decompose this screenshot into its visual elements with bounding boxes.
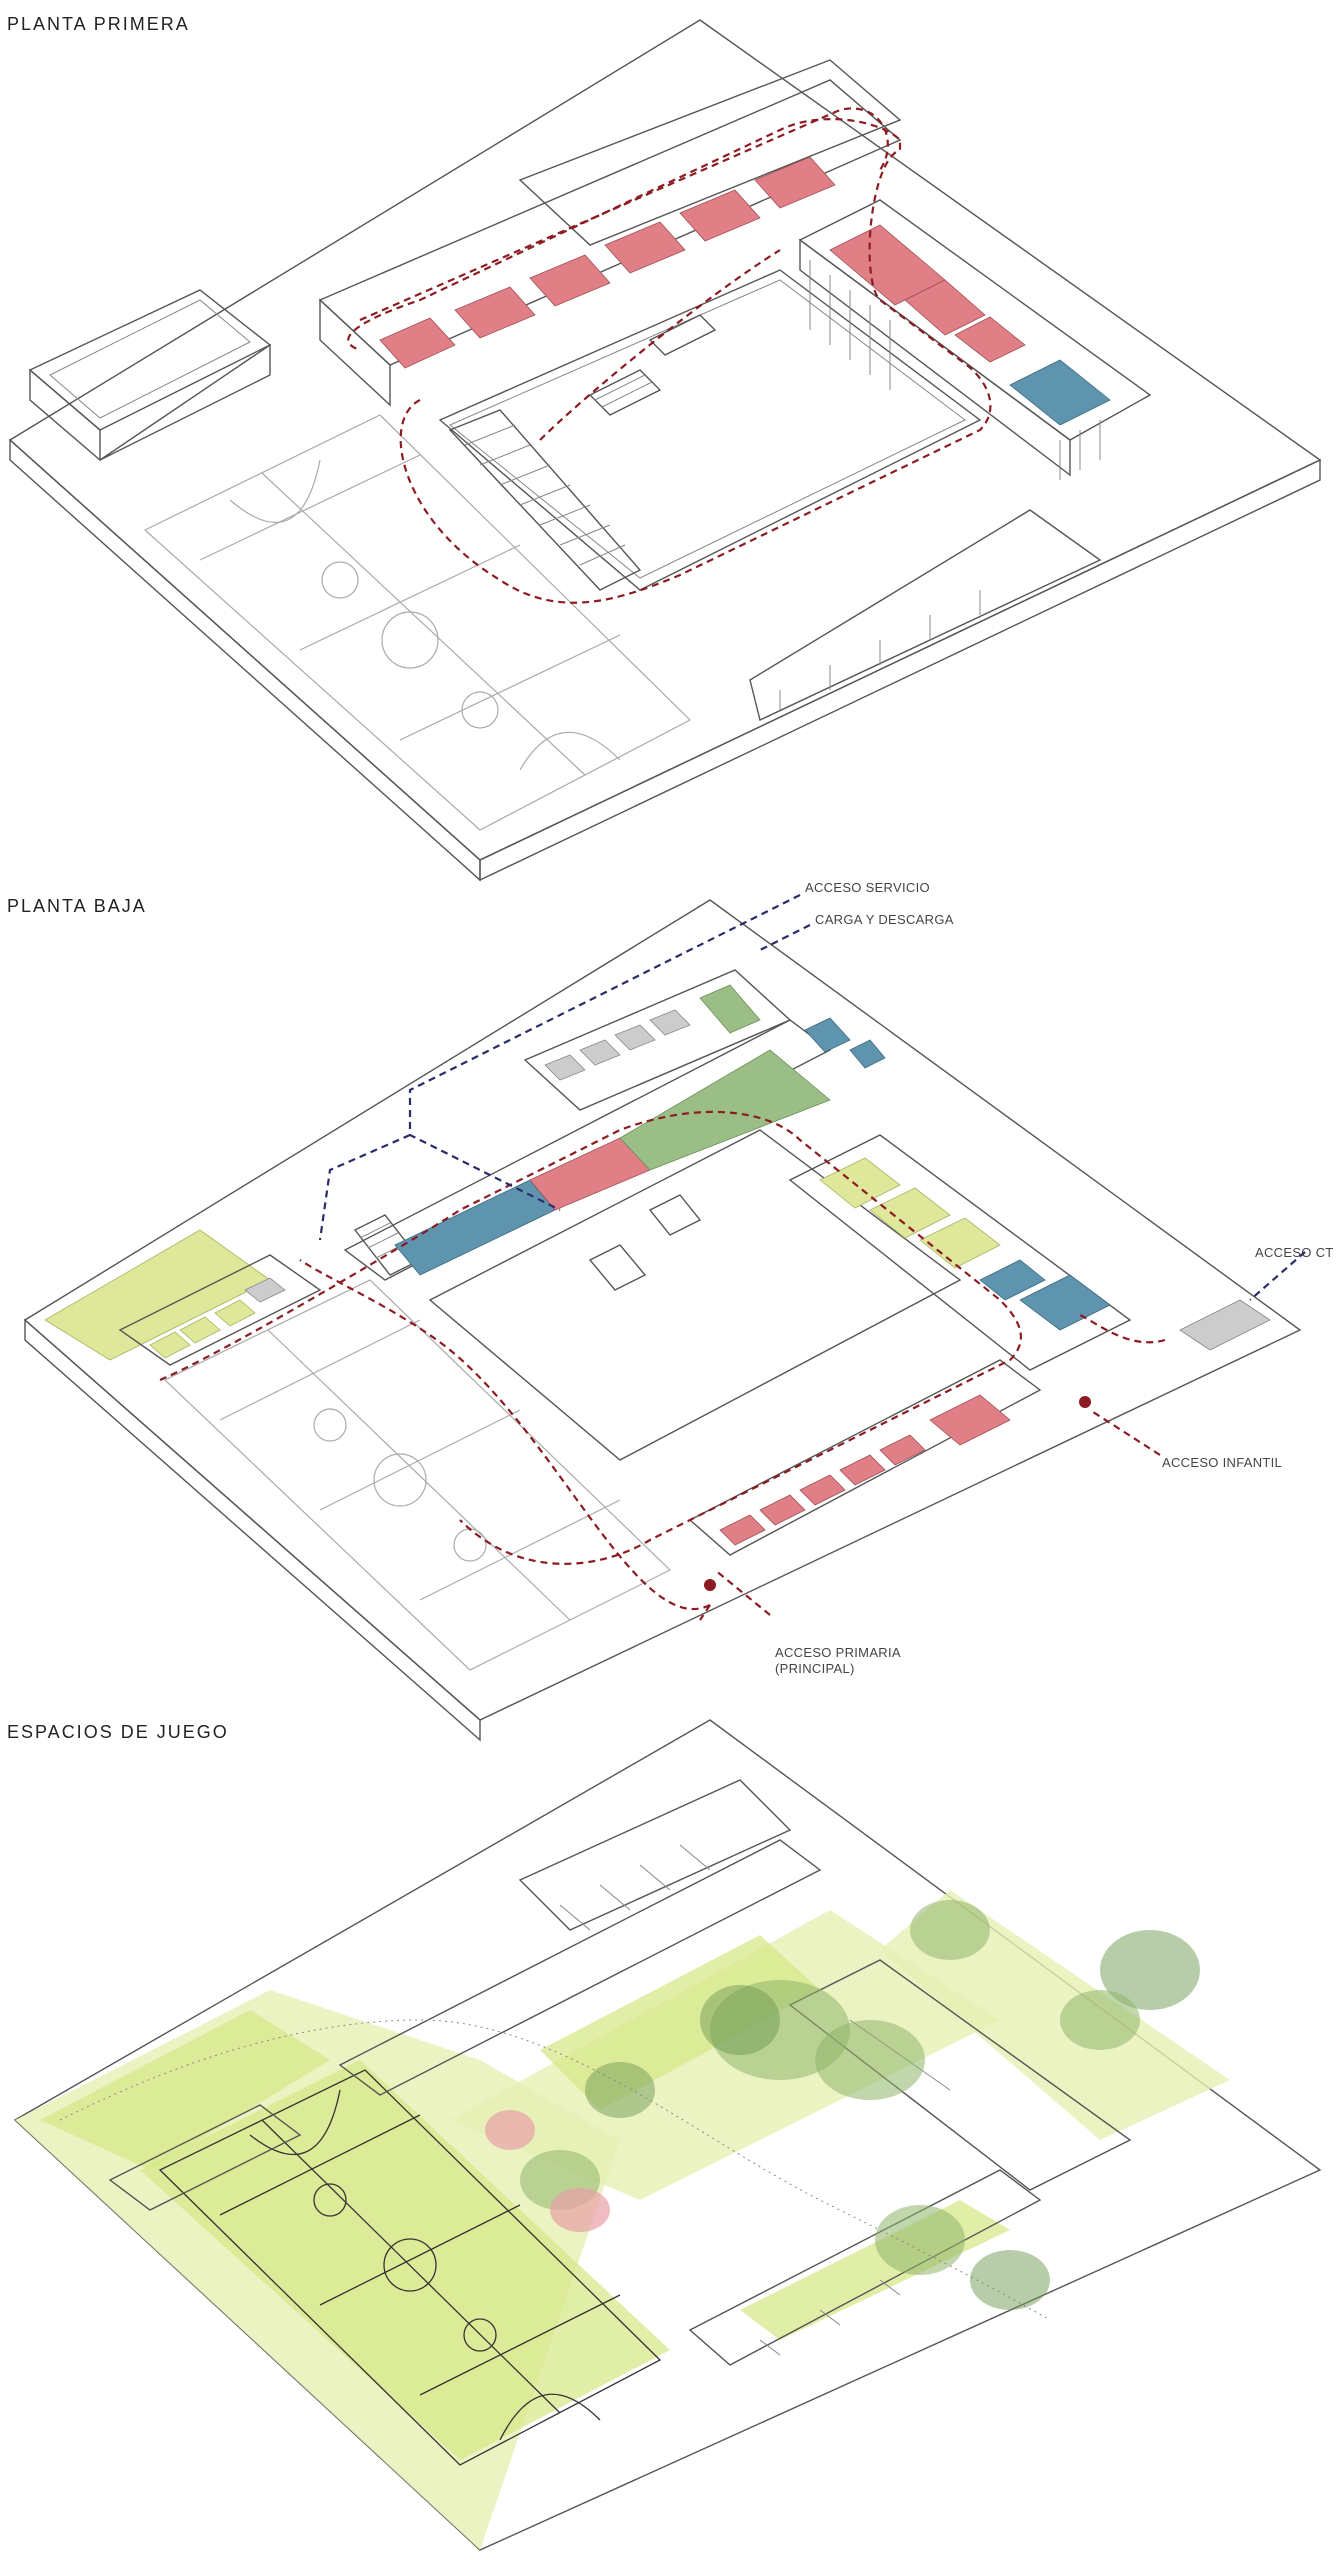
ground-floor-axonometric [23, 894, 1306, 1742]
south-block [749, 509, 1102, 721]
label-infant-access: ACCESO INFANTIL [1162, 1455, 1283, 1470]
first-floor-title: PLANTA PRIMERA [7, 14, 190, 34]
infant-block [688, 1359, 1042, 1556]
ground-east-wing [788, 1134, 1132, 1371]
service-access-route [318, 894, 801, 1241]
east-classroom-wing [798, 199, 1152, 480]
ground-sports-court [163, 1279, 672, 1671]
play-dotted-path [59, 2019, 1051, 2321]
first-floor-axonometric [8, 19, 1322, 882]
primary-access-line [714, 1569, 771, 1616]
label-ct-access: ACCESO CT [1255, 1245, 1334, 1260]
service-rooms [523, 969, 886, 1111]
infant-access-line [1089, 1409, 1161, 1456]
ct-access-route [1249, 1251, 1306, 1301]
first-floor-route-upper [359, 107, 889, 322]
ground-floor-title: PLANTA BAJA [7, 896, 147, 916]
first-floor-route-stair [539, 249, 781, 441]
primary-access-point [704, 1579, 716, 1591]
ground-courtyard [428, 1129, 962, 1461]
label-loading: CARGA Y DESCARGA [815, 912, 954, 927]
ground-floor-base [23, 899, 1302, 1742]
label-primary-access-sub: (PRINCIPAL) [775, 1661, 855, 1676]
ct-ramp [1179, 1299, 1271, 1351]
main-stair [448, 314, 717, 591]
vegetation [485, 1900, 1200, 2310]
label-primary-access: ACCESO PRIMARIA [775, 1645, 901, 1660]
ground-circulation-loop [159, 1110, 1022, 1565]
first-floor-base [8, 19, 1322, 882]
play-spaces-axonometric [13, 1719, 1322, 2551]
sports-court [143, 414, 692, 831]
play-base [13, 1719, 1322, 2551]
play-spaces-title: ESPACIOS DE JUEGO [7, 1722, 229, 1742]
west-block [118, 1254, 322, 1366]
loading-route [759, 924, 811, 951]
infant-access-route [1079, 1314, 1166, 1344]
ground-north-wing [343, 1019, 832, 1281]
gym-block [28, 289, 272, 462]
play-sports-court [158, 2069, 662, 2466]
primary-access-route [299, 1259, 711, 1621]
first-floor-circulation-route [347, 118, 992, 604]
infant-access-point [1079, 1396, 1091, 1408]
play-zones [15, 1890, 1230, 2550]
north-classroom-wing [318, 59, 902, 407]
label-service-access: ACCESO SERVICIO [805, 880, 930, 895]
